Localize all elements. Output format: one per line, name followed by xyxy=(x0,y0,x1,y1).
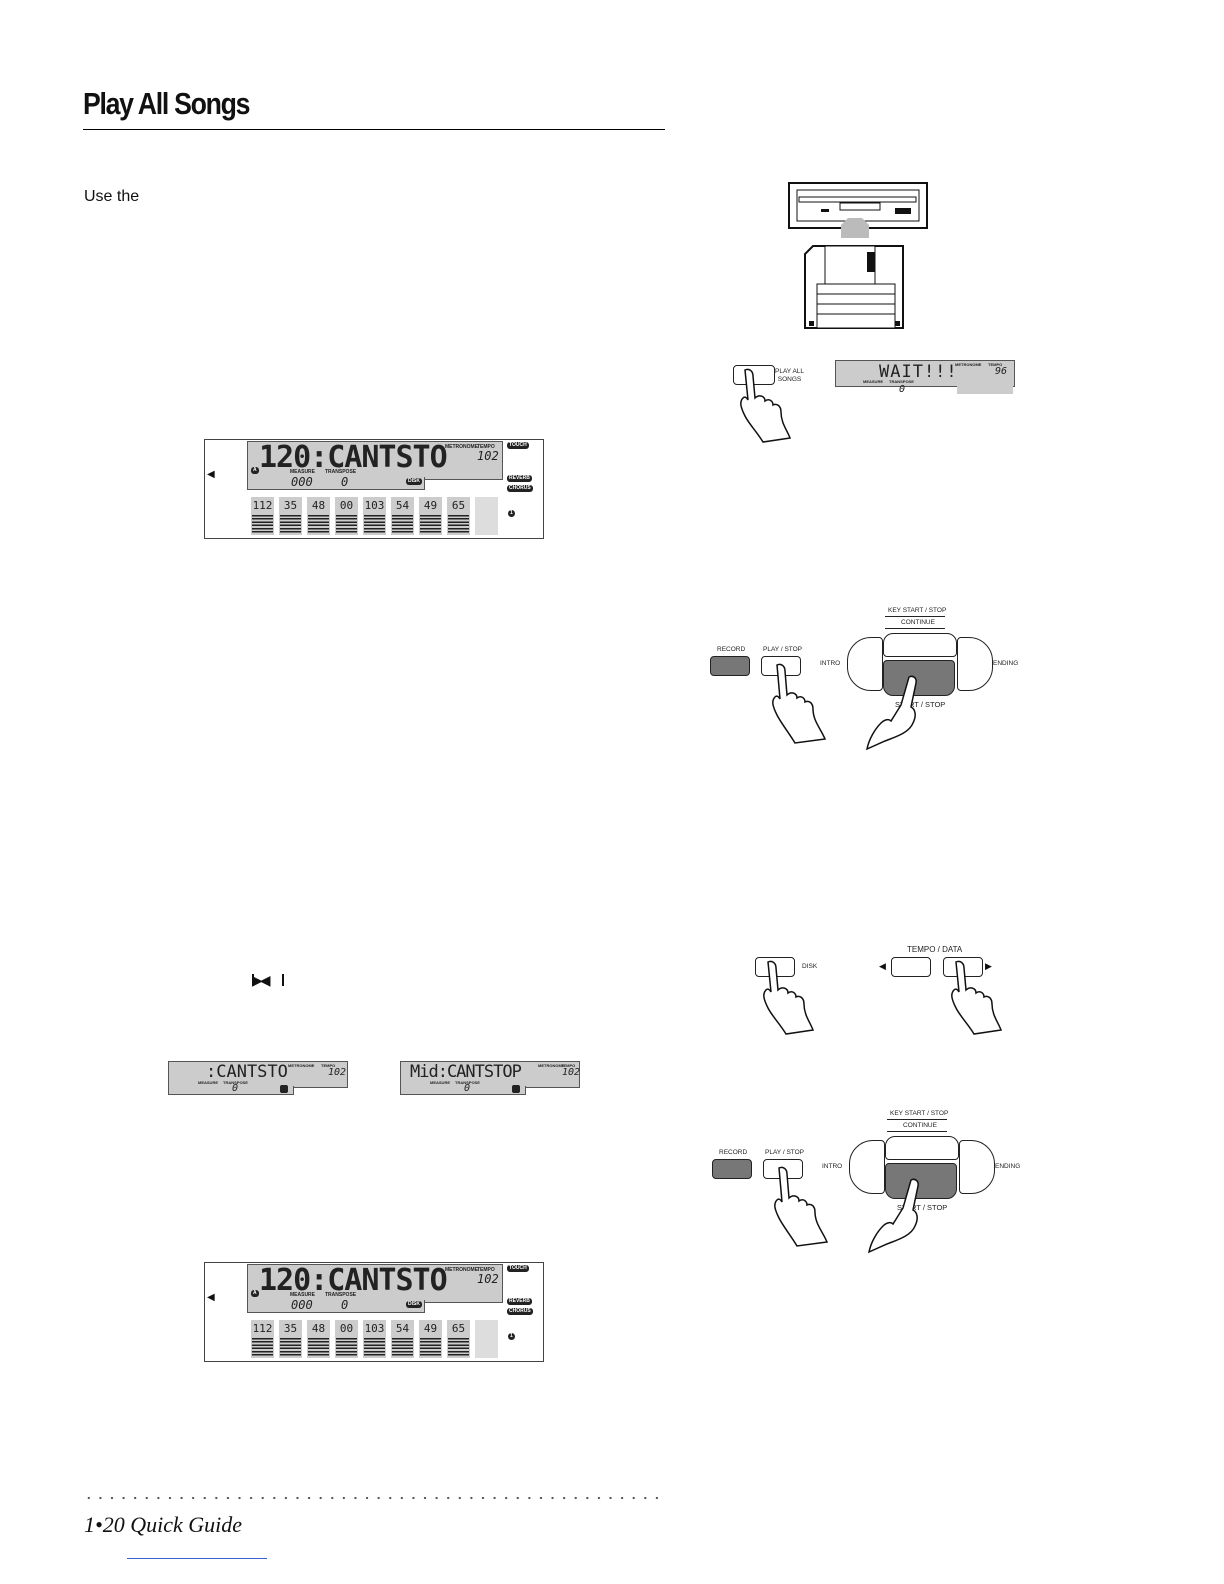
start-stop-button[interactable] xyxy=(883,660,955,696)
intro-button[interactable] xyxy=(847,637,883,691)
track-slot: 00 xyxy=(335,497,358,535)
ending-button[interactable] xyxy=(957,637,993,691)
track-slot: 48 xyxy=(307,497,330,535)
small-lcd-right: Mid:CANTSTOP METRONOME TEMPO 102 MEASURE… xyxy=(400,1061,580,1095)
hand-press-icon xyxy=(951,960,1003,1035)
track-slot: 54 xyxy=(391,1320,414,1358)
track-slot-empty xyxy=(475,1320,498,1358)
ending-button[interactable] xyxy=(959,1140,995,1194)
record-button[interactable] xyxy=(712,1159,752,1179)
transport-panel-1: KEY START / STOP CONTINUE INTRO ENDING S… xyxy=(705,605,1025,751)
track-slot: 103 xyxy=(363,497,386,535)
intro-button[interactable] xyxy=(849,1140,885,1194)
arrow-left-icon: ◀ xyxy=(207,469,215,480)
track-slot: 103 xyxy=(363,1320,386,1358)
footer-divider xyxy=(83,1496,665,1500)
track-slot: 35 xyxy=(279,1320,302,1358)
track-slot: 00 xyxy=(335,1320,358,1358)
floppy-illustration xyxy=(788,182,928,329)
start-stop-button[interactable] xyxy=(885,1163,957,1199)
record-button[interactable] xyxy=(710,656,750,676)
track-slot-empty xyxy=(475,497,498,535)
page-footer: 1•20 Quick Guide xyxy=(84,1512,242,1537)
title-divider xyxy=(83,129,665,130)
footer-link-underline[interactable] xyxy=(127,1558,267,1559)
main-lcd-bottom: ◀ 120:CANTSTO METRONOME TEMPO 102 A MEAS… xyxy=(204,1262,544,1362)
track-slot: 112 xyxy=(251,497,274,535)
hand-press-icon xyxy=(763,960,815,1035)
lcd-tempo-value: 102 xyxy=(477,449,499,463)
small-lcd-left: :CANTSTO METRONOME TEMPO 102 MEASURE TRA… xyxy=(168,1061,348,1095)
arrow-right-icon: ▶ xyxy=(985,961,992,971)
page-title: Play All Songs xyxy=(83,86,250,121)
hand-press-icon xyxy=(740,368,792,443)
hand-press-icon xyxy=(867,1178,919,1254)
track-slot: 48 xyxy=(307,1320,330,1358)
main-lcd-top: ◀ 120:CANTSTO METRONOME TEMPO 102 A MEAS… xyxy=(204,439,544,539)
wait-lcd: WAIT!!! METRONOME TEMPO 96 MEASURE TRANS… xyxy=(835,360,1015,395)
track-slot: 65 xyxy=(447,497,470,535)
wait-text: WAIT!!! xyxy=(879,362,958,382)
lcd-big-text: 120:CANTSTO xyxy=(259,440,448,475)
track-slot: 112 xyxy=(251,1320,274,1358)
floppy-disk-icon xyxy=(804,245,904,329)
track-slot: 49 xyxy=(419,497,442,535)
transport-panel-2: KEY START / STOP CONTINUE INTRO ENDING S… xyxy=(705,1108,1025,1254)
track-slot: 49 xyxy=(419,1320,442,1358)
hand-press-icon xyxy=(865,675,917,751)
hand-press-icon xyxy=(774,1166,829,1247)
track-slot: 54 xyxy=(391,497,414,535)
play-all-songs-label: PLAY ALL SONGS xyxy=(775,368,805,383)
fast-forward-rewind-icon: ▶◀ xyxy=(252,972,270,988)
track-slot: 35 xyxy=(279,497,302,535)
arrow-left-icon: ◀ xyxy=(879,961,886,971)
tempo-down-button[interactable] xyxy=(891,957,931,977)
continue-button[interactable] xyxy=(885,1136,959,1160)
arrow-left-icon: ◀ xyxy=(207,1292,215,1303)
track-slot: 65 xyxy=(447,1320,470,1358)
intro-text: Use the xyxy=(84,188,140,205)
hand-press-icon xyxy=(772,663,827,744)
floppy-drive-icon xyxy=(788,182,928,229)
continue-button[interactable] xyxy=(883,633,957,657)
